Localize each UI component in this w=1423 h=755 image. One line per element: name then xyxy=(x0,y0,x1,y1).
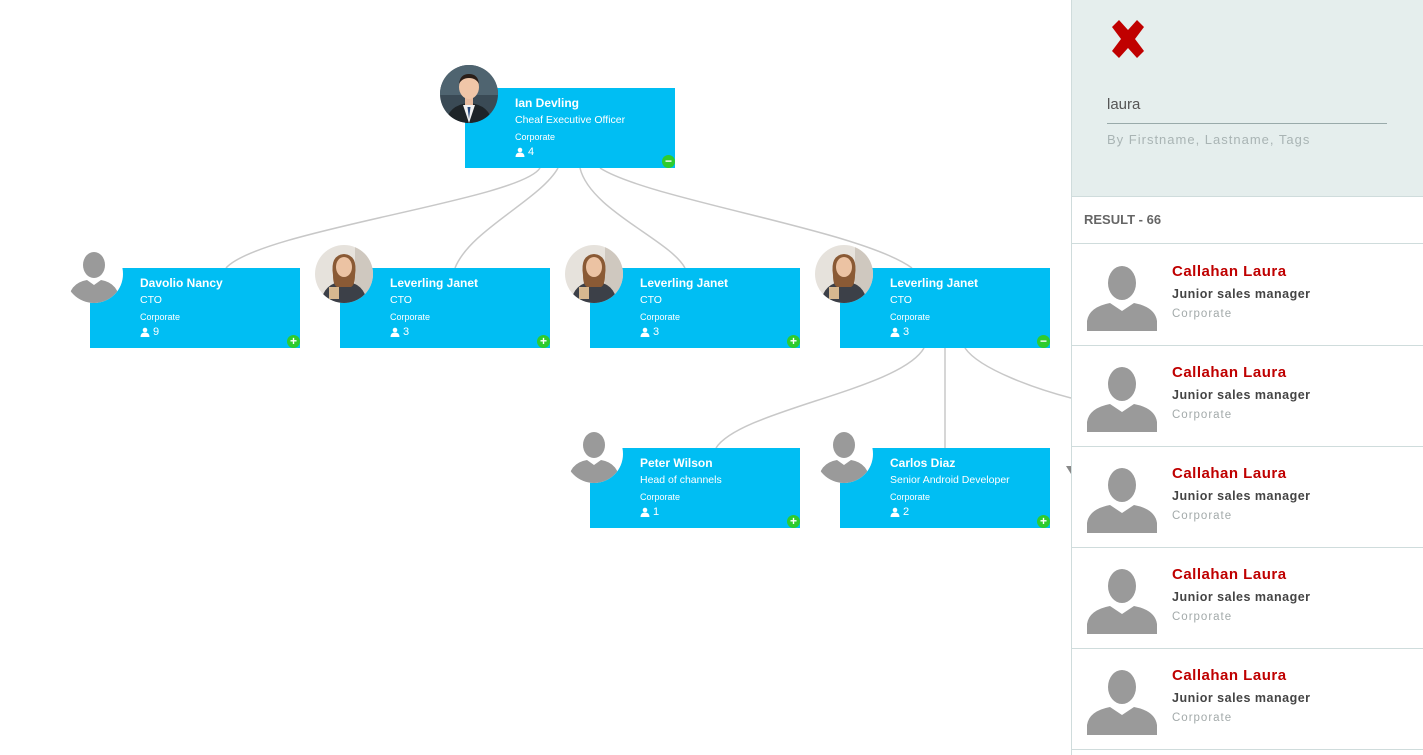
person-icon xyxy=(640,327,650,337)
avatar-man-suit-photo xyxy=(440,65,498,123)
node-reports-count: 3 xyxy=(390,326,409,338)
node-department: Corporate xyxy=(890,312,931,322)
expand-toggle-button[interactable]: + xyxy=(537,335,550,348)
node-name: Leverling Janet xyxy=(640,276,729,290)
node-department: Corporate xyxy=(890,492,931,502)
person-icon xyxy=(890,327,900,337)
org-node-peter-wilson[interactable]: Peter Wilson Head of channels Corporate … xyxy=(590,448,800,528)
result-department: Corporate xyxy=(1172,611,1233,623)
node-reports-count: 9 xyxy=(140,326,159,338)
expand-toggle-button[interactable]: + xyxy=(287,335,300,348)
result-department: Corporate xyxy=(1172,510,1233,522)
node-name: Peter Wilson xyxy=(640,456,713,470)
collapse-toggle-button[interactable]: − xyxy=(1037,335,1050,348)
node-title: CTO xyxy=(390,294,412,306)
result-name: Callahan Laura xyxy=(1172,465,1287,482)
result-department: Corporate xyxy=(1172,409,1233,421)
avatar-silhouette-icon xyxy=(1087,468,1157,533)
node-department: Corporate xyxy=(140,312,181,322)
node-department: Corporate xyxy=(390,312,431,322)
org-chart-links xyxy=(225,167,1071,474)
search-input[interactable] xyxy=(1107,86,1387,124)
person-icon xyxy=(640,507,650,517)
result-department: Corporate xyxy=(1172,712,1233,724)
avatar-silhouette-icon xyxy=(815,425,873,483)
result-title: Junior sales manager xyxy=(1172,287,1311,301)
node-reports-count: 4 xyxy=(515,146,534,158)
search-hint: By Firstname, Lastname, Tags xyxy=(1107,132,1311,147)
org-node-leverling-janet-1[interactable]: Leverling Janet CTO Corporate 3 + xyxy=(340,268,550,348)
link-n4-offscreen xyxy=(964,347,1071,399)
person-icon xyxy=(890,507,900,517)
node-reports-count: 3 xyxy=(640,326,659,338)
node-department: Corporate xyxy=(640,312,681,322)
search-panel: By Firstname, Lastname, Tags RESULT - 66… xyxy=(1071,0,1423,755)
search-panel-header: By Firstname, Lastname, Tags xyxy=(1072,0,1423,197)
person-icon xyxy=(515,147,525,157)
avatar-silhouette-icon xyxy=(1087,569,1157,634)
node-department: Corporate xyxy=(515,132,556,142)
node-title: Head of channels xyxy=(640,474,722,486)
result-item[interactable]: Callahan Laura Junior sales manager Corp… xyxy=(1072,447,1423,548)
close-button[interactable] xyxy=(1106,18,1150,60)
node-reports-count: 1 xyxy=(640,506,659,518)
offscreen-arrow-icon xyxy=(1066,466,1071,474)
result-count-label: RESULT - 66 xyxy=(1072,198,1423,244)
collapse-toggle-button[interactable]: − xyxy=(662,155,675,168)
result-department: Corporate xyxy=(1172,308,1233,320)
node-name: Carlos Diaz xyxy=(890,456,956,470)
close-x-icon[interactable] xyxy=(1106,18,1150,60)
avatar-silhouette-icon xyxy=(565,425,623,483)
link-ceo-n4 xyxy=(599,167,913,269)
result-title: Junior sales manager xyxy=(1172,590,1311,604)
node-reports-count: 2 xyxy=(890,506,909,518)
result-item[interactable]: Callahan Laura Junior sales manager Corp… xyxy=(1072,245,1423,346)
result-item[interactable]: Callahan Laura Junior sales manager Corp… xyxy=(1072,346,1423,447)
node-name: Davolio Nancy xyxy=(140,276,223,290)
org-node-carlos-diaz[interactable]: Carlos Diaz Senior Android Developer Cor… xyxy=(840,448,1050,528)
node-name: Leverling Janet xyxy=(390,276,479,290)
person-icon xyxy=(140,327,150,337)
org-node-leverling-janet-3[interactable]: Leverling Janet CTO Corporate 3 − xyxy=(840,268,1050,348)
expand-toggle-button[interactable]: + xyxy=(787,335,800,348)
result-name: Callahan Laura xyxy=(1172,667,1287,684)
node-title: CTO xyxy=(140,294,162,306)
result-name: Callahan Laura xyxy=(1172,364,1287,381)
result-title: Junior sales manager xyxy=(1172,489,1311,503)
avatar-woman-photo xyxy=(815,245,873,303)
node-title: Cheaf Executive Officer xyxy=(515,114,626,126)
link-n4-n5 xyxy=(715,347,925,449)
link-ceo-n2 xyxy=(454,167,559,269)
avatar-woman-photo xyxy=(565,245,623,303)
person-icon xyxy=(390,327,400,337)
link-ceo-n1 xyxy=(225,167,541,269)
result-title: Junior sales manager xyxy=(1172,388,1311,402)
avatar-woman-photo xyxy=(315,245,373,303)
expand-toggle-button[interactable]: + xyxy=(787,515,800,528)
result-name: Callahan Laura xyxy=(1172,263,1287,280)
node-reports-count: 3 xyxy=(890,326,909,338)
result-title: Junior sales manager xyxy=(1172,691,1311,705)
node-title: Senior Android Developer xyxy=(890,474,1010,486)
result-item[interactable]: Callahan Laura Junior sales manager Corp… xyxy=(1072,548,1423,649)
avatar-silhouette-icon xyxy=(1087,266,1157,331)
node-name: Leverling Janet xyxy=(890,276,979,290)
result-name: Callahan Laura xyxy=(1172,566,1287,583)
node-title: CTO xyxy=(890,294,912,306)
avatar-silhouette-icon xyxy=(1087,367,1157,432)
org-node-leverling-janet-2[interactable]: Leverling Janet CTO Corporate 3 + xyxy=(590,268,800,348)
expand-toggle-button[interactable]: + xyxy=(1037,515,1050,528)
avatar-silhouette-icon xyxy=(65,245,123,303)
org-node-davolio-nancy[interactable]: Davolio Nancy CTO Corporate 9 + xyxy=(90,268,300,348)
node-department: Corporate xyxy=(640,492,681,502)
node-title: CTO xyxy=(640,294,662,306)
avatar-silhouette-icon xyxy=(1087,670,1157,735)
result-item[interactable]: Callahan Laura Junior sales manager Corp… xyxy=(1072,649,1423,750)
node-name: Ian Devling xyxy=(515,96,580,110)
org-node-ian-devling[interactable]: Ian Devling Cheaf Executive Officer Corp… xyxy=(465,88,675,168)
link-ceo-n3 xyxy=(579,167,686,269)
